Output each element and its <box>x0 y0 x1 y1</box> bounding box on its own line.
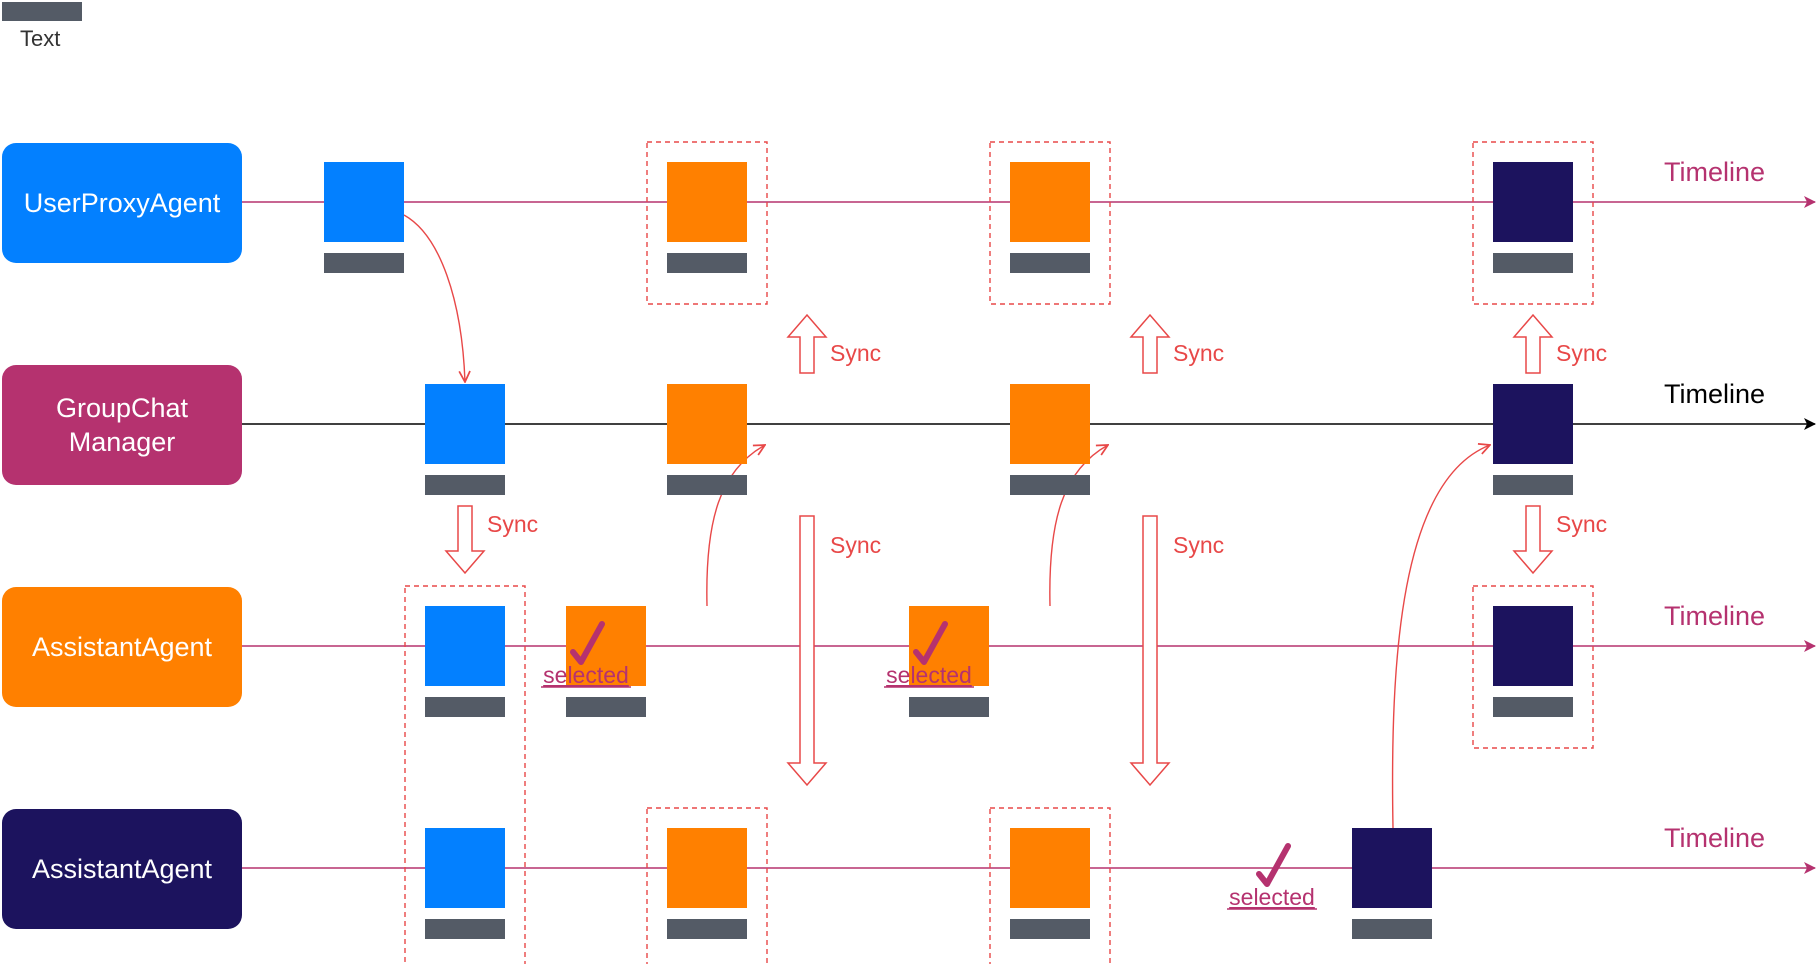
sync-group-box <box>989 141 1111 305</box>
sync-groups <box>404 141 1594 964</box>
sync-group-box <box>1472 141 1594 305</box>
checkmark-icon <box>570 621 605 665</box>
message-caption-bar <box>667 253 747 273</box>
message-blocks <box>324 162 1573 939</box>
message-caption-bar <box>566 697 646 717</box>
sync-group-box <box>404 585 526 964</box>
sync-arrow-down <box>786 515 828 787</box>
message-block <box>667 384 747 464</box>
message-curve-arrow <box>706 445 765 607</box>
sync-label: Sync <box>1556 511 1607 537</box>
message-block <box>1010 828 1090 908</box>
message-block <box>1493 606 1573 686</box>
message-block <box>667 828 747 908</box>
sync-arrow-down <box>444 505 486 575</box>
message-block <box>1352 828 1432 908</box>
message-caption-bar <box>425 919 505 939</box>
timeline-label: Timeline <box>1664 379 1765 409</box>
lane-label-text: GroupChat Manager <box>55 393 189 457</box>
lane-label-assistant-agent-2: AssistantAgent <box>2 809 242 929</box>
lane-label-assistant-agent-1: AssistantAgent <box>2 587 242 707</box>
timeline-label: Timeline <box>1664 823 1765 853</box>
sync-group-box <box>646 141 768 305</box>
message-caption-bar <box>1010 253 1090 273</box>
checkmark-icon <box>1256 843 1291 887</box>
message-curve-arrow <box>1049 445 1108 607</box>
message-block <box>909 606 989 686</box>
sync-group-box <box>646 807 768 964</box>
sync-arrow-up <box>1512 313 1554 374</box>
message-curve-arrow <box>403 214 465 382</box>
message-caption-bar <box>1493 697 1573 717</box>
message-block <box>667 162 747 242</box>
message-block <box>1010 384 1090 464</box>
selected-label: selected <box>886 662 972 688</box>
message-caption-bar <box>1352 919 1432 939</box>
message-block <box>1010 162 1090 242</box>
message-block <box>425 384 505 464</box>
sync-arrow-down <box>1129 515 1171 787</box>
message-block <box>425 606 505 686</box>
sync-label: Sync <box>1173 532 1224 558</box>
lane-label-groupchat-manager: GroupChat Manager <box>2 365 242 485</box>
message-block <box>1493 162 1573 242</box>
lane-label-text: AssistantAgent <box>31 632 213 662</box>
sync-label: Sync <box>830 340 881 366</box>
legend-label: Text <box>20 26 61 51</box>
sync-arrow-up <box>1129 313 1171 374</box>
sync-label: Sync <box>487 511 538 537</box>
message-caption-bar <box>667 919 747 939</box>
checkmark-icon <box>913 621 948 665</box>
sync-arrow-up <box>786 313 828 374</box>
selected-label: selected <box>543 662 629 688</box>
timeline-label: Timeline <box>1664 157 1765 187</box>
message-block <box>425 828 505 908</box>
message-block <box>324 162 404 242</box>
message-caption-bar <box>667 475 747 495</box>
message-curves <box>403 214 1490 829</box>
message-caption-bar <box>324 253 404 273</box>
sync-group-box <box>989 807 1111 964</box>
lane-label-user-proxy-agent: UserProxyAgent <box>2 143 242 263</box>
sync-label: Sync <box>1556 340 1607 366</box>
message-caption-bar <box>1493 253 1573 273</box>
message-caption-bar <box>909 697 989 717</box>
legend-swatch <box>2 2 82 21</box>
message-caption-bar <box>1493 475 1573 495</box>
message-caption-bar <box>1010 919 1090 939</box>
sync-label: Sync <box>1173 340 1224 366</box>
message-caption-bar <box>1010 475 1090 495</box>
sync-arrow-down <box>1512 505 1554 575</box>
message-block <box>566 606 646 686</box>
message-curve-arrow <box>1391 445 1490 829</box>
message-block <box>1493 384 1573 464</box>
timeline-label: Timeline <box>1664 601 1765 631</box>
lane-label-text: UserProxyAgent <box>23 188 221 218</box>
sync-group-box <box>1472 585 1594 749</box>
selected-marks: selected selected selected <box>541 621 1317 910</box>
message-caption-bar <box>425 475 505 495</box>
sync-label: Sync <box>830 532 881 558</box>
message-caption-bar <box>425 697 505 717</box>
lane-label-text: AssistantAgent <box>31 854 213 884</box>
selected-label: selected <box>1229 884 1315 910</box>
